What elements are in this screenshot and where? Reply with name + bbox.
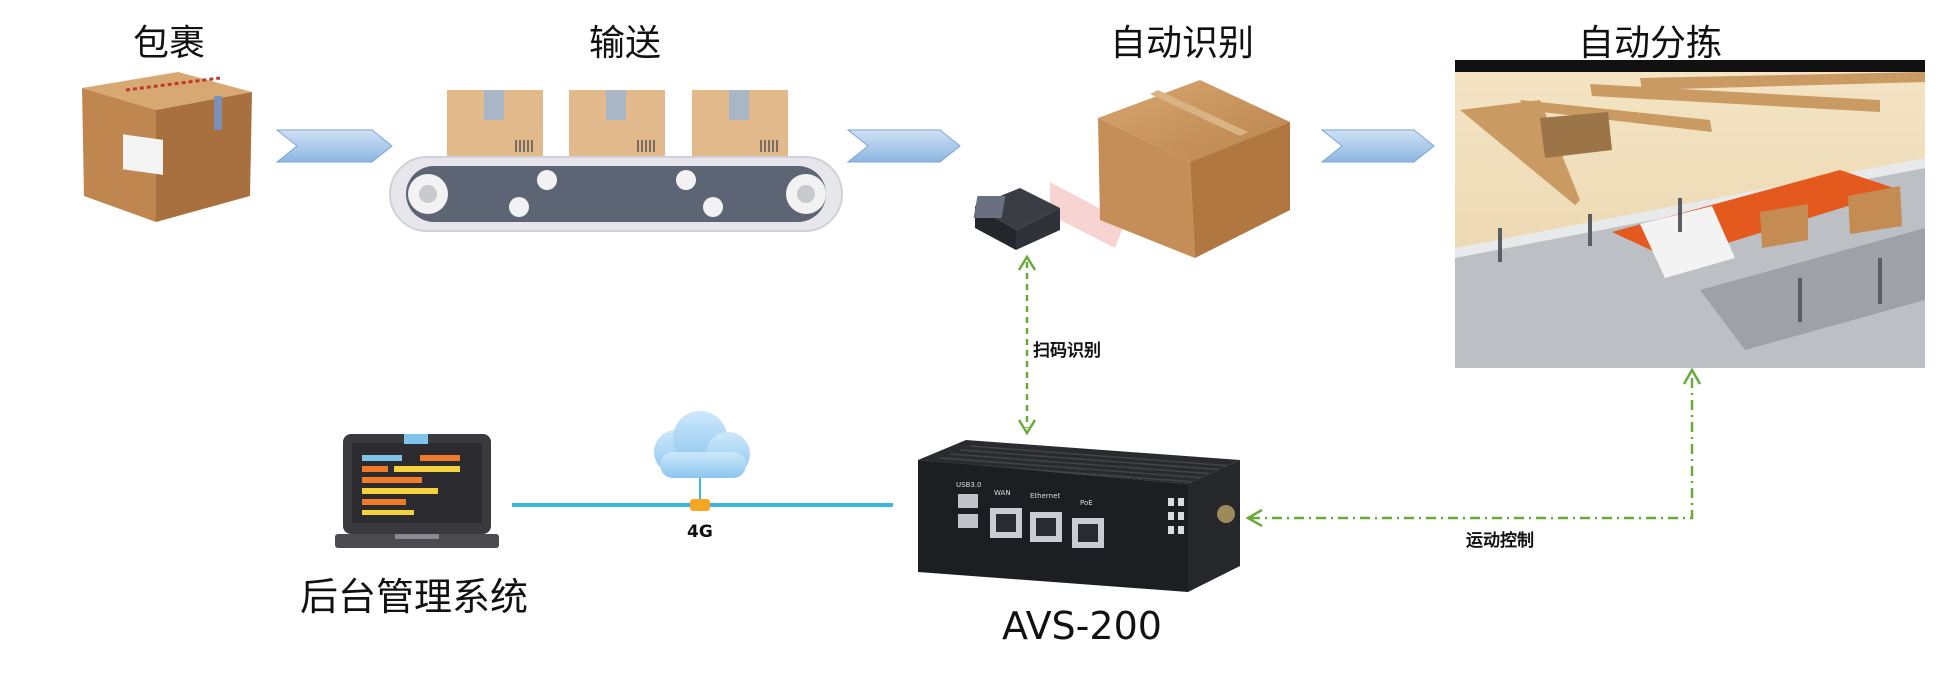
- scan-recognition-label: 扫码识别: [1033, 341, 1101, 361]
- backend-system-label: 后台管理系统: [300, 575, 529, 619]
- motion-control-link: [1245, 367, 1702, 528]
- network-4g-label: 4G: [687, 522, 713, 542]
- barcode-scanner-icon: [973, 182, 1125, 250]
- avs-200-device-icon: [918, 440, 1240, 592]
- avs-200-label: AVS-200: [1002, 604, 1162, 648]
- stage-title-auto-recognition: 自动识别: [1110, 23, 1255, 64]
- recognition-box-icon: [1098, 80, 1290, 582]
- stage-title-auto-sorting: 自动分拣: [1578, 23, 1723, 64]
- ethernet-port-label: Ethernet: [1030, 492, 1061, 500]
- flow-arrow-2: [846, 129, 961, 163]
- poe-port-label: PoE: [1080, 499, 1093, 507]
- parcel-box-icon: [82, 72, 252, 222]
- scan-link: [1017, 254, 1037, 436]
- sorting-system-photo: [1455, 60, 1925, 368]
- usb-port-label: USB3.0: [956, 481, 982, 489]
- flow-arrow-3: [1320, 129, 1435, 163]
- stage-title-parcel: 包裹: [133, 23, 206, 64]
- laptop-icon: [335, 434, 499, 548]
- wan-port-label: WAN: [994, 489, 1011, 497]
- motion-control-label: 运动控制: [1466, 531, 1534, 551]
- flow-arrow-1: [275, 129, 393, 163]
- stage-title-conveying: 输送: [589, 23, 662, 64]
- cloud-icon: [654, 411, 750, 478]
- conveyor-boxes-icon: [447, 90, 788, 158]
- conveyor-belt-icon: [389, 156, 843, 232]
